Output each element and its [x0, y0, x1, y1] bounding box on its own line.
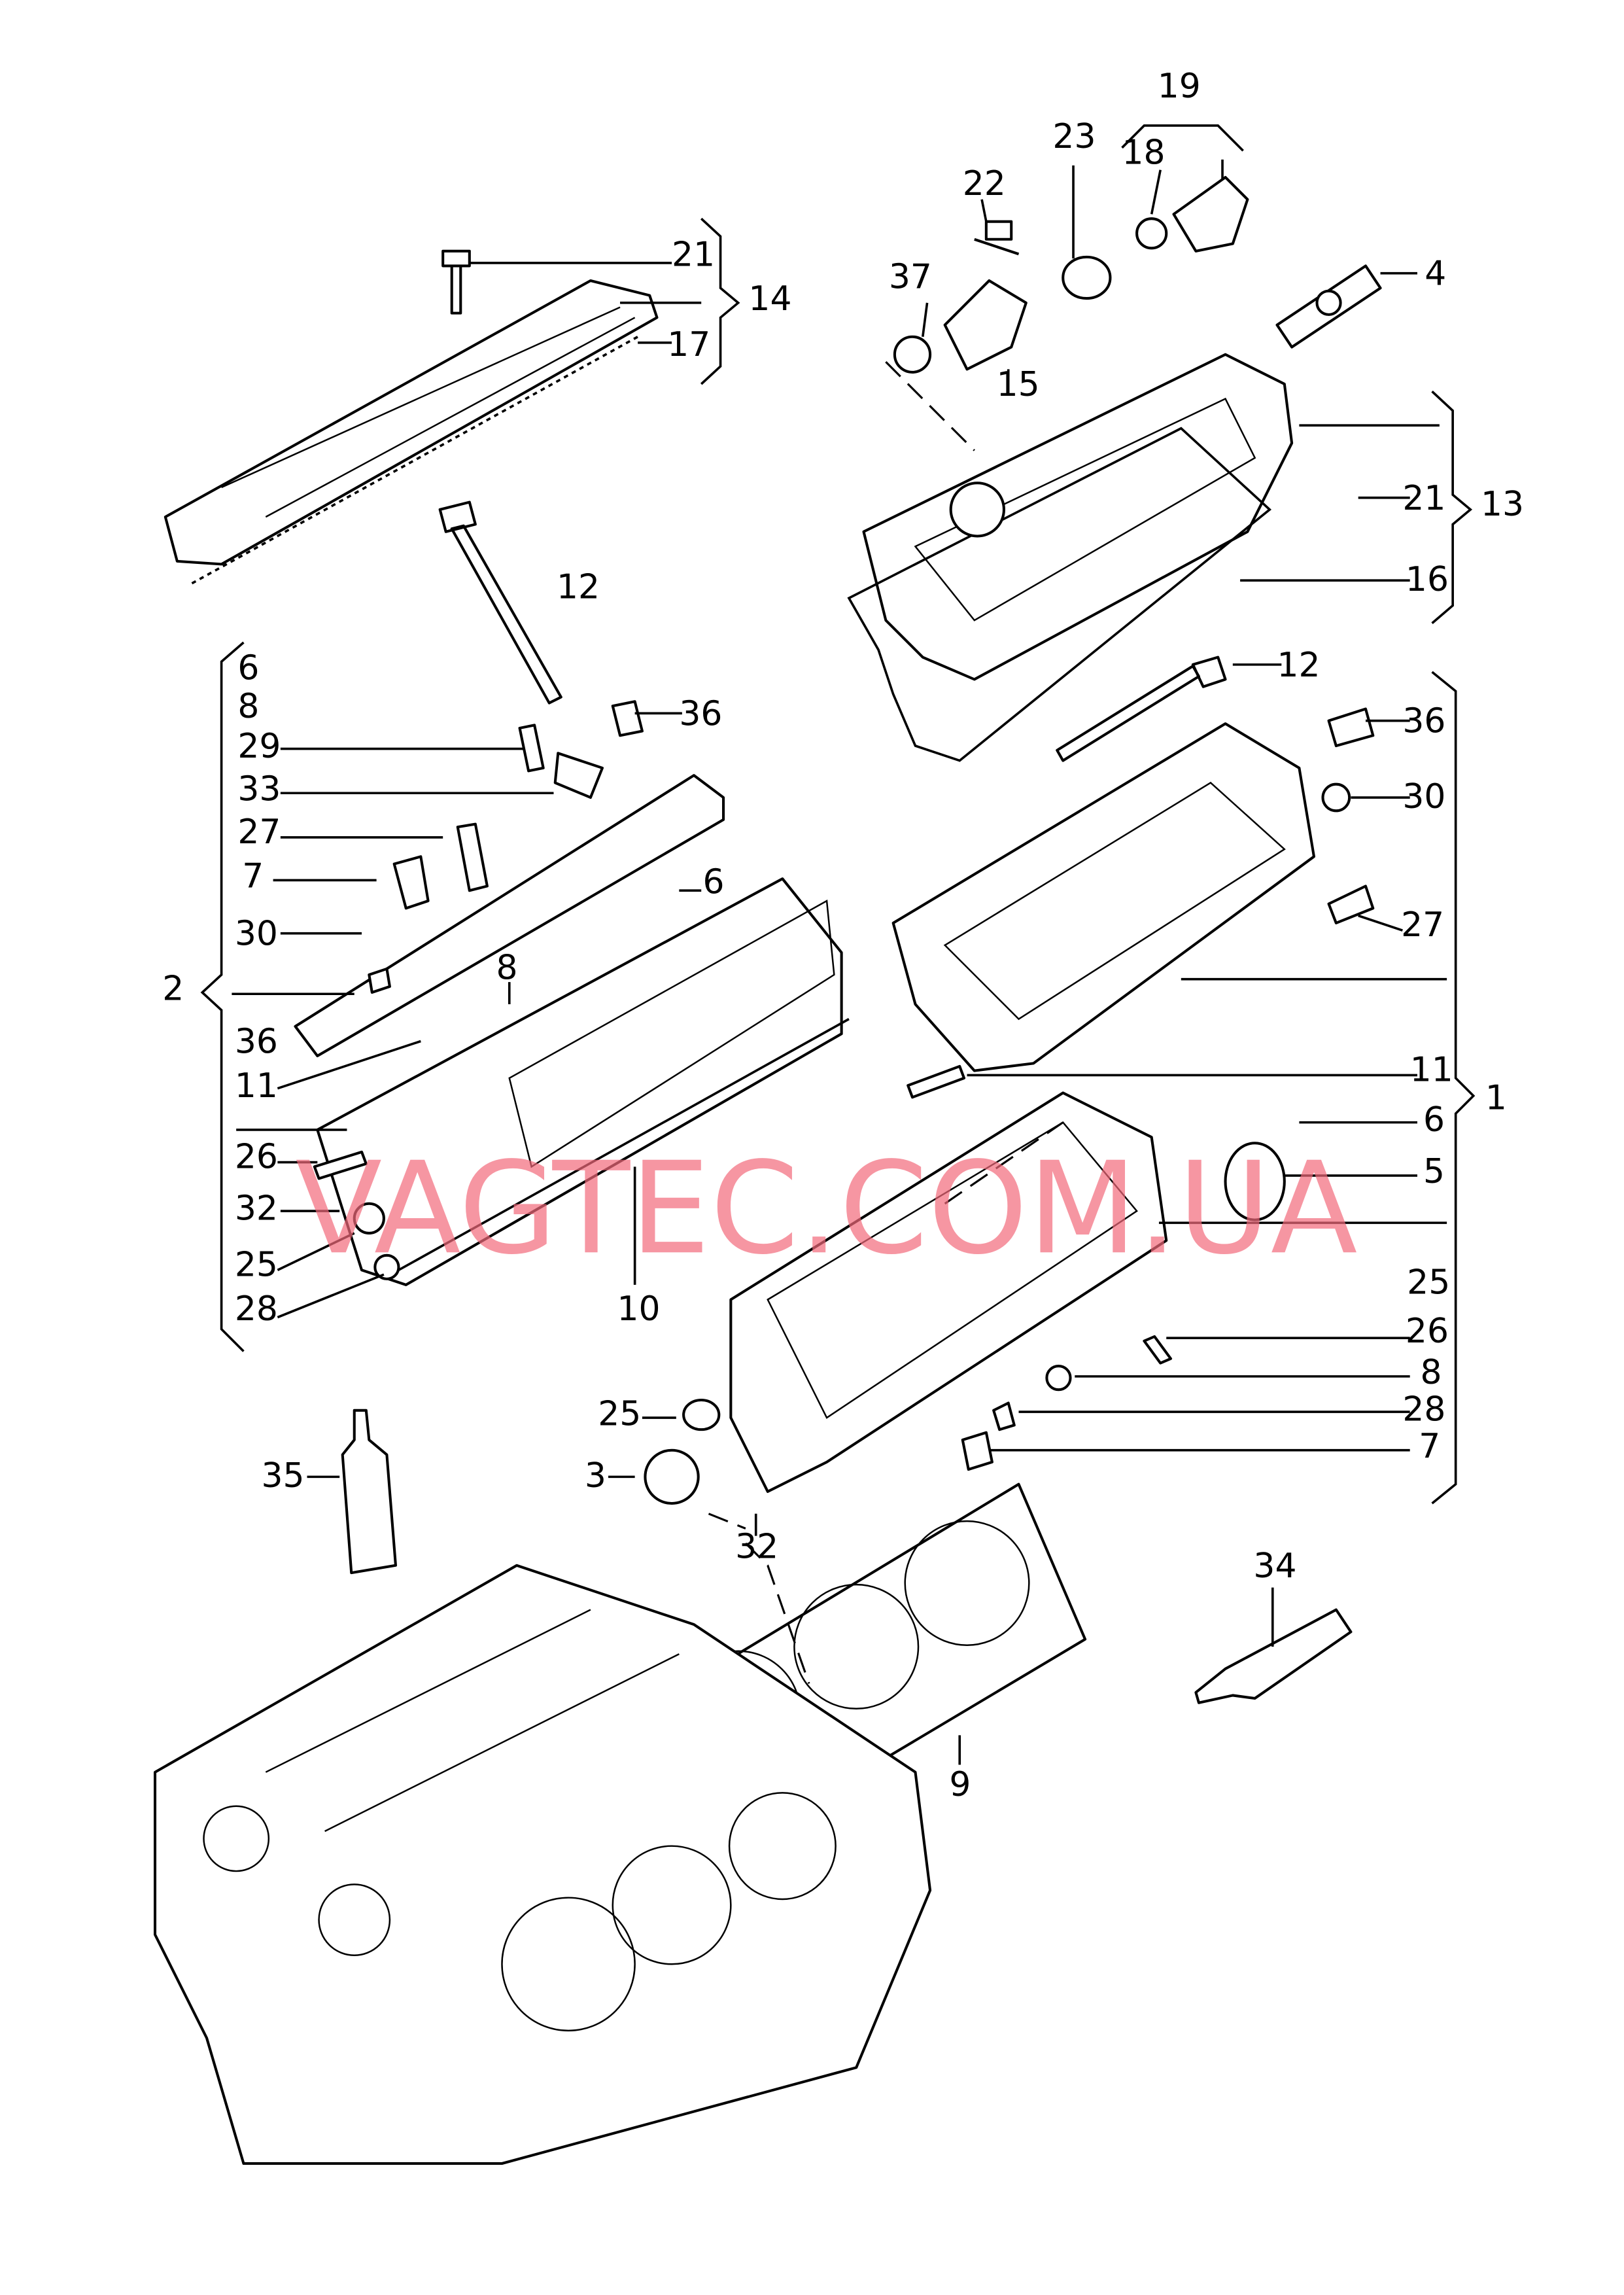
cylinder-head-left: [294, 700, 850, 1286]
callout-26: 26: [235, 1138, 278, 1177]
callout-34: 34: [1253, 1547, 1296, 1586]
callout-6: 6: [237, 648, 259, 688]
callout-4: 4: [1425, 254, 1446, 294]
callout-14: 14: [748, 279, 791, 319]
callout-21: 21: [1402, 479, 1445, 518]
callout-28: 28: [1402, 1390, 1445, 1429]
callout-12: 12: [557, 567, 600, 606]
callout-3: 3: [585, 1456, 606, 1496]
bracket-19: [1121, 124, 1244, 152]
callout-25: 25: [598, 1394, 641, 1433]
callout-15: 15: [997, 365, 1040, 404]
callout-labels: 19 23 18 22 4 37 21 14 17 15 21 13 16 12…: [162, 67, 1524, 1804]
callout-23: 23: [1052, 117, 1096, 156]
callout-11: 11: [235, 1066, 278, 1106]
callout-8: 8: [496, 949, 517, 988]
callout-27: 27: [1401, 905, 1444, 945]
cylinder-head-right: [644, 707, 1375, 1505]
callout-36: 36: [1402, 702, 1445, 741]
callout-12: 12: [1277, 646, 1321, 685]
callout-36: 36: [235, 1023, 278, 1062]
oil-filler-parts: [893, 175, 1249, 374]
callout-25: 25: [235, 1245, 278, 1284]
callout-5: 5: [1423, 1152, 1445, 1191]
callout-28: 28: [235, 1289, 278, 1329]
callout-2: 2: [162, 969, 184, 1008]
callout-30: 30: [1402, 777, 1445, 816]
callout-33: 33: [237, 770, 281, 809]
callout-18: 18: [1122, 133, 1166, 173]
callout-16: 16: [1406, 560, 1449, 599]
callout-35: 35: [262, 1456, 305, 1496]
callout-29: 29: [237, 727, 281, 766]
engine-block: [153, 1564, 932, 2165]
callout-19: 19: [1158, 67, 1201, 106]
watermark: VAGTEC.COM.UA: [295, 1134, 1357, 1282]
callout-6: 6: [1423, 1100, 1445, 1140]
callout-9: 9: [949, 1765, 971, 1804]
callout-21: 21: [672, 235, 715, 274]
bracket-1: [1431, 671, 1476, 1505]
callout-10: 10: [617, 1289, 661, 1329]
sealant-tube: [1194, 1608, 1353, 1704]
callout-25: 25: [1407, 1263, 1450, 1302]
callout-26: 26: [1406, 1312, 1449, 1351]
callout-11: 11: [1410, 1050, 1453, 1089]
callout-1: 1: [1485, 1078, 1507, 1117]
callout-30: 30: [235, 915, 278, 954]
callout-6: 6: [702, 863, 724, 902]
callout-7: 7: [242, 857, 264, 896]
callout-27: 27: [237, 813, 281, 852]
callout-32: 32: [735, 1528, 778, 1567]
bracket-2: [200, 641, 245, 1352]
callout-13: 13: [1481, 485, 1524, 524]
bracket-13: [1431, 390, 1473, 625]
callout-7: 7: [1419, 1427, 1440, 1466]
callout-36: 36: [679, 694, 722, 733]
callout-8: 8: [237, 687, 259, 726]
leader-lines: [232, 159, 1447, 1765]
cylinder-head-cover-right: [847, 264, 1382, 762]
bracket-14: [700, 217, 740, 385]
callout-22: 22: [963, 164, 1006, 203]
head-bolts: [438, 500, 1227, 762]
cylinder-head-cover-left: [164, 249, 659, 585]
callout-32: 32: [235, 1189, 278, 1229]
callout-17: 17: [667, 325, 710, 364]
callout-8: 8: [1420, 1353, 1442, 1392]
callout-37: 37: [889, 257, 932, 296]
sealant-cartridge: [341, 1409, 397, 1575]
